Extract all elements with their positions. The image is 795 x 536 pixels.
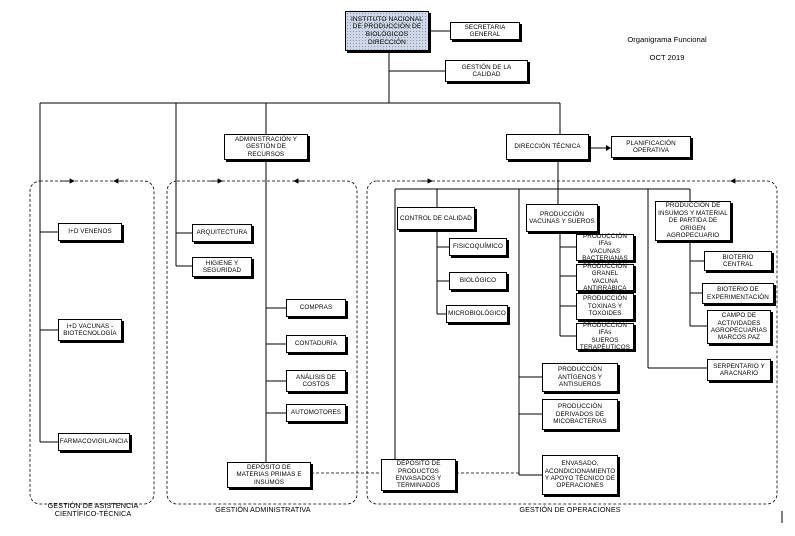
unit-produccion-antigenos-antisueros: PRODUCCIÓN ANTÍGENOS Y ANTISUEROS [542,363,618,392]
unit-deposito-materias-primas: DEPÓSITO DE MATERIAS PRIMAS E INSUMOS [227,462,311,488]
group-caption-administrativa: GESTIÓN ADMINISTRATIVA [215,505,311,514]
unit-id-venenos: I+D VENENOS [58,223,122,241]
unit-control-calidad: CONTROL DE CALIDAD [397,207,475,230]
unit-serpentario-aracnario: SERPENTARIO Y ARACNARIO [707,359,771,381]
unit-produccion-ifas-vacunas-bacterianas: PRODUCCIÓN IFAs VACUNAS BACTERIANAS [576,233,634,262]
unit-higiene-seguridad: HIGIENE Y SEGURIDAD [192,257,252,277]
unit-farmacovigilancia: FARMACOVIGILANCIA [58,433,130,451]
unit-bioterio-central: BIOTERIO CENTRAL [704,251,772,271]
unit-bioterio-experimentacion: BIOTERIO DE EXPERIMENTACIÓN [702,283,774,304]
unit-instituto-direccion: INSTITUTO NACIONAL DE PRODUCCIÓN DE BIOL… [345,11,429,51]
unit-arquitectura: ARQUITECTURA [192,224,252,242]
unit-contaduria: CONTADURÍA [286,335,346,353]
unit-fisicoquimico: FISICOQUÍMICO [449,238,507,256]
group-caption-operaciones: GESTIÓN DE OPERACIONES [519,505,621,514]
unit-produccion-insumos-agropecuario: PRODUCCIÓN DE INSUMOS Y MATERIAL DE PART… [655,201,731,241]
unit-analisis-costos: ANÁLISIS DE COSTOS [286,370,346,392]
unit-produccion-derivados-micobacterias: PRODUCCIÓN DERIVADOS DE MICOBACTERIAS [542,399,618,430]
unit-biologico: BIOLÓGICO [449,272,507,290]
unit-campo-marcos-paz: CAMPO DE ACTIVIDADES AGROPECUARIAS MARCO… [707,310,771,344]
unit-compras: COMPRAS [286,299,346,317]
unit-gestion-calidad: GESTIÓN DE LA CALIDAD [445,60,528,82]
group-caption-asistencia: GESTIÓN DE ASISTENCIA CIENTÍFICO-TÉCNICA [47,501,139,519]
unit-direccion-tecnica: DIRECCIÓN TÉCNICA [506,134,589,160]
header-title-line2: OCT 2019 [649,53,685,62]
unit-produccion-ifas-sueros-terapeuticos: PRODUCCIÓN IFAs SUEROS TERAPÉUTICOS [576,322,634,351]
unit-envasado-acondicionamiento: ENVASADO, ACONDICIONAMIENTO Y APOYO TÉCN… [542,455,618,495]
unit-produccion-granel-antirrabica: PRODUCCIÓN GRANEL VACUNA ANTIRRÁBICA [576,263,634,292]
unit-id-vacunas-biotecnologia: I+D VACUNAS - BIOTECNOLOGÍA [58,319,122,341]
unit-automotores: AUTOMOTORES [286,404,346,422]
chart-header-title: Organigrama Funcional OCT 2019 [612,26,722,71]
unit-deposito-productos: DEPÓSITO DE PRODUCTOS ENVASADOS Y TERMIN… [381,459,456,491]
unit-planificacion-operativa: PLANIFICACIÓN OPERATIVA [611,136,691,158]
unit-secretaria-general: SECRETARIA GENERAL [450,22,520,40]
unit-microbiologico: MICROBIOLÓGICO [446,305,508,323]
unit-produccion-toxinas-toxoides: PRODUCCIÓN TOXINAS Y TOXOIDES [576,293,634,320]
unit-produccion-vacunas-sueros: PRODUCCIÓN VACUNAS Y SUEROS [526,204,598,232]
unit-administracion-recursos: ADMINISTRACIÓN Y GESTIÓN DE RECURSOS [224,134,308,160]
header-title-line1: Organigrama Funcional [627,35,707,44]
